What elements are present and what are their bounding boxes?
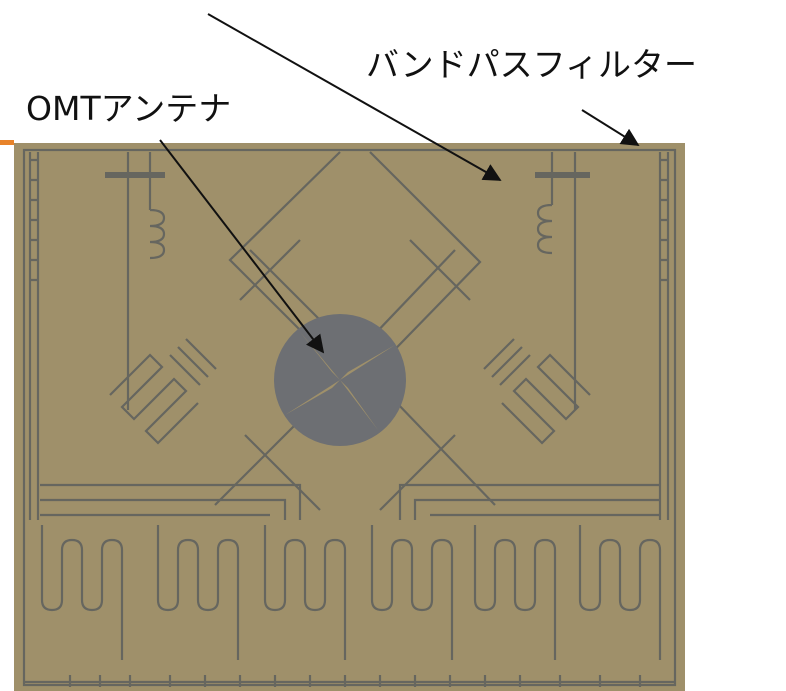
omt-antenna-arrow — [159, 139, 325, 354]
orange-edge-mark — [0, 140, 14, 145]
omt-antenna — [274, 314, 406, 446]
circuit-traces — [22, 148, 677, 687]
bandpass-filter-arrow — [581, 109, 640, 146]
omt-antenna-label: OMTアンテナ — [26, 89, 232, 128]
top-pointer-arrow — [207, 13, 502, 181]
bandpass-filter-label: バンドパスフィルター — [366, 45, 697, 84]
